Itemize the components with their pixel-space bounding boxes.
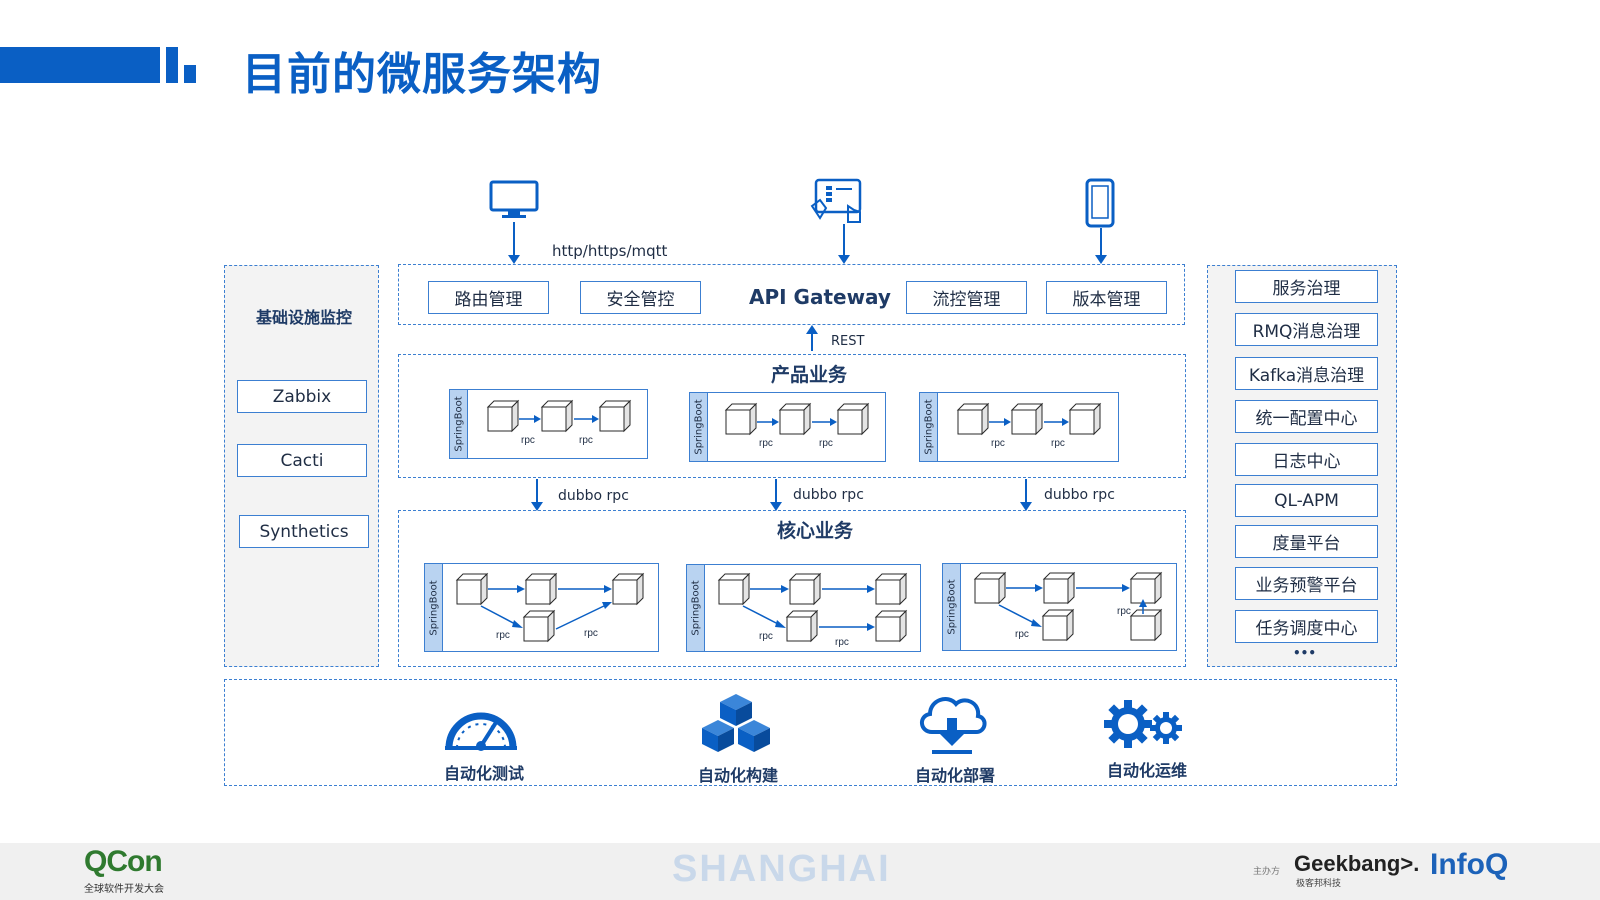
phone-icon xyxy=(1085,178,1115,228)
product-panel xyxy=(398,354,1186,478)
rest-arrow xyxy=(806,325,818,351)
organizer-label: 主办方 xyxy=(1253,867,1281,877)
core-flow-3: rpc rpc xyxy=(973,571,1163,642)
springboot-strip: SpringBoot xyxy=(450,390,468,458)
qcon-subtitle: 全球软件开发大会 xyxy=(84,884,164,895)
governance-item: 服务治理 xyxy=(1235,270,1378,303)
core-panel xyxy=(398,510,1186,667)
speedometer-icon xyxy=(445,712,517,751)
cloud-download-icon xyxy=(920,697,987,754)
governance-more: ••• xyxy=(1293,646,1317,660)
governance-item: RMQ消息治理 xyxy=(1235,313,1378,346)
arrow-tablet-to-gateway xyxy=(838,224,850,264)
monitor-icon xyxy=(489,180,539,218)
gears-icon xyxy=(1104,700,1182,748)
gateway-title: API Gateway xyxy=(749,285,891,309)
governance-item: 日志中心 xyxy=(1235,443,1378,476)
monitoring-tool-synthetics: Synthetics xyxy=(239,515,369,548)
gateway-module-version: 版本管理 xyxy=(1046,281,1167,314)
rest-label: REST xyxy=(831,334,865,349)
dubbo-arrow-2 xyxy=(770,479,782,511)
gateway-module-security: 安全管控 xyxy=(580,281,701,314)
product-service-group: SpringBoot rpc rpc xyxy=(689,392,886,462)
product-service-group: SpringBoot rpc rpc xyxy=(449,389,648,459)
tablet-icon xyxy=(810,178,862,223)
title-bar-short xyxy=(184,65,196,83)
product-service-group: SpringBoot rpc rpc xyxy=(919,392,1119,462)
dubbo-label: dubbo rpc xyxy=(793,487,864,503)
governance-item: 统一配置中心 xyxy=(1235,400,1378,433)
footer-bar xyxy=(0,843,1600,900)
dubbo-arrow-3 xyxy=(1020,479,1032,511)
dubbo-arrow-1 xyxy=(531,479,543,511)
core-title: 核心业务 xyxy=(777,520,854,542)
governance-item: 业务预警平台 xyxy=(1235,567,1378,600)
city-label: SHANGHAI xyxy=(672,848,891,890)
governance-item: Kafka消息治理 xyxy=(1235,357,1378,390)
arrow-phone-to-gateway xyxy=(1095,228,1107,264)
springboot-strip: SpringBoot xyxy=(943,564,961,650)
rpc-label: rpc xyxy=(521,435,535,446)
governance-item: QL-APM xyxy=(1235,484,1378,517)
channel-label: http/https/mqtt xyxy=(552,242,668,260)
springboot-strip: SpringBoot xyxy=(690,393,708,461)
rpc-label: rpc xyxy=(819,438,833,449)
core-flow-2: rpc rpc xyxy=(717,572,908,648)
title-bar-mid xyxy=(166,47,178,83)
automation-label: 自动化部署 xyxy=(915,766,996,785)
rpc-label: rpc xyxy=(1015,629,1029,640)
rpc-label: rpc xyxy=(1051,438,1065,449)
core-service-group: SpringBoot rpc rpc xyxy=(424,563,659,652)
rpc-label: rpc xyxy=(584,628,598,639)
product-flow-2: rpc rpc xyxy=(724,402,870,449)
rpc-label: rpc xyxy=(759,631,773,642)
title-bar-long xyxy=(0,47,160,83)
dubbo-label: dubbo rpc xyxy=(1044,487,1115,503)
gateway-panel xyxy=(398,264,1185,325)
product-flow-3: rpc rpc xyxy=(956,402,1102,449)
rpc-label: rpc xyxy=(1117,606,1131,617)
rpc-label: rpc xyxy=(579,435,593,446)
monitoring-tool-cacti: Cacti xyxy=(237,444,367,477)
automation-label: 自动化运维 xyxy=(1107,761,1188,780)
rpc-label: rpc xyxy=(991,438,1005,449)
core-service-group: SpringBoot rpc rpc xyxy=(942,563,1177,651)
monitoring-title: 基础设施监控 xyxy=(256,308,353,327)
dubbo-label: dubbo rpc xyxy=(558,488,629,504)
geekbang-subtitle: 极客邦科技 xyxy=(1296,879,1342,889)
infoq-logo: InfoQ xyxy=(1430,848,1509,881)
automation-label: 自动化构建 xyxy=(698,766,779,785)
cubes-icon xyxy=(702,694,770,752)
automation-panel xyxy=(224,679,1397,786)
monitoring-tool-zabbix: Zabbix xyxy=(237,380,367,413)
springboot-strip: SpringBoot xyxy=(687,565,705,651)
geekbang-logo: Geekbang>. xyxy=(1294,851,1420,876)
slide-title: 目前的微服务架构 xyxy=(242,49,602,100)
core-service-group: SpringBoot rpc rpc xyxy=(686,564,921,652)
governance-item: 任务调度中心 xyxy=(1235,610,1378,643)
core-flow-1: rpc rpc xyxy=(455,572,645,643)
automation-label: 自动化测试 xyxy=(444,764,525,783)
rpc-label: rpc xyxy=(759,438,773,449)
gateway-module-routing: 路由管理 xyxy=(428,281,549,314)
rpc-label: rpc xyxy=(496,630,510,641)
product-title: 产品业务 xyxy=(771,364,848,386)
springboot-strip: SpringBoot xyxy=(920,393,938,461)
springboot-strip: SpringBoot xyxy=(425,564,443,651)
rpc-label: rpc xyxy=(835,637,849,648)
arrow-monitor-to-gateway xyxy=(508,222,520,264)
gateway-module-flow: 流控管理 xyxy=(906,281,1027,314)
qcon-logo: QCon xyxy=(84,845,163,878)
governance-item: 度量平台 xyxy=(1235,525,1378,558)
product-flow-1: rpc rpc xyxy=(486,399,632,446)
